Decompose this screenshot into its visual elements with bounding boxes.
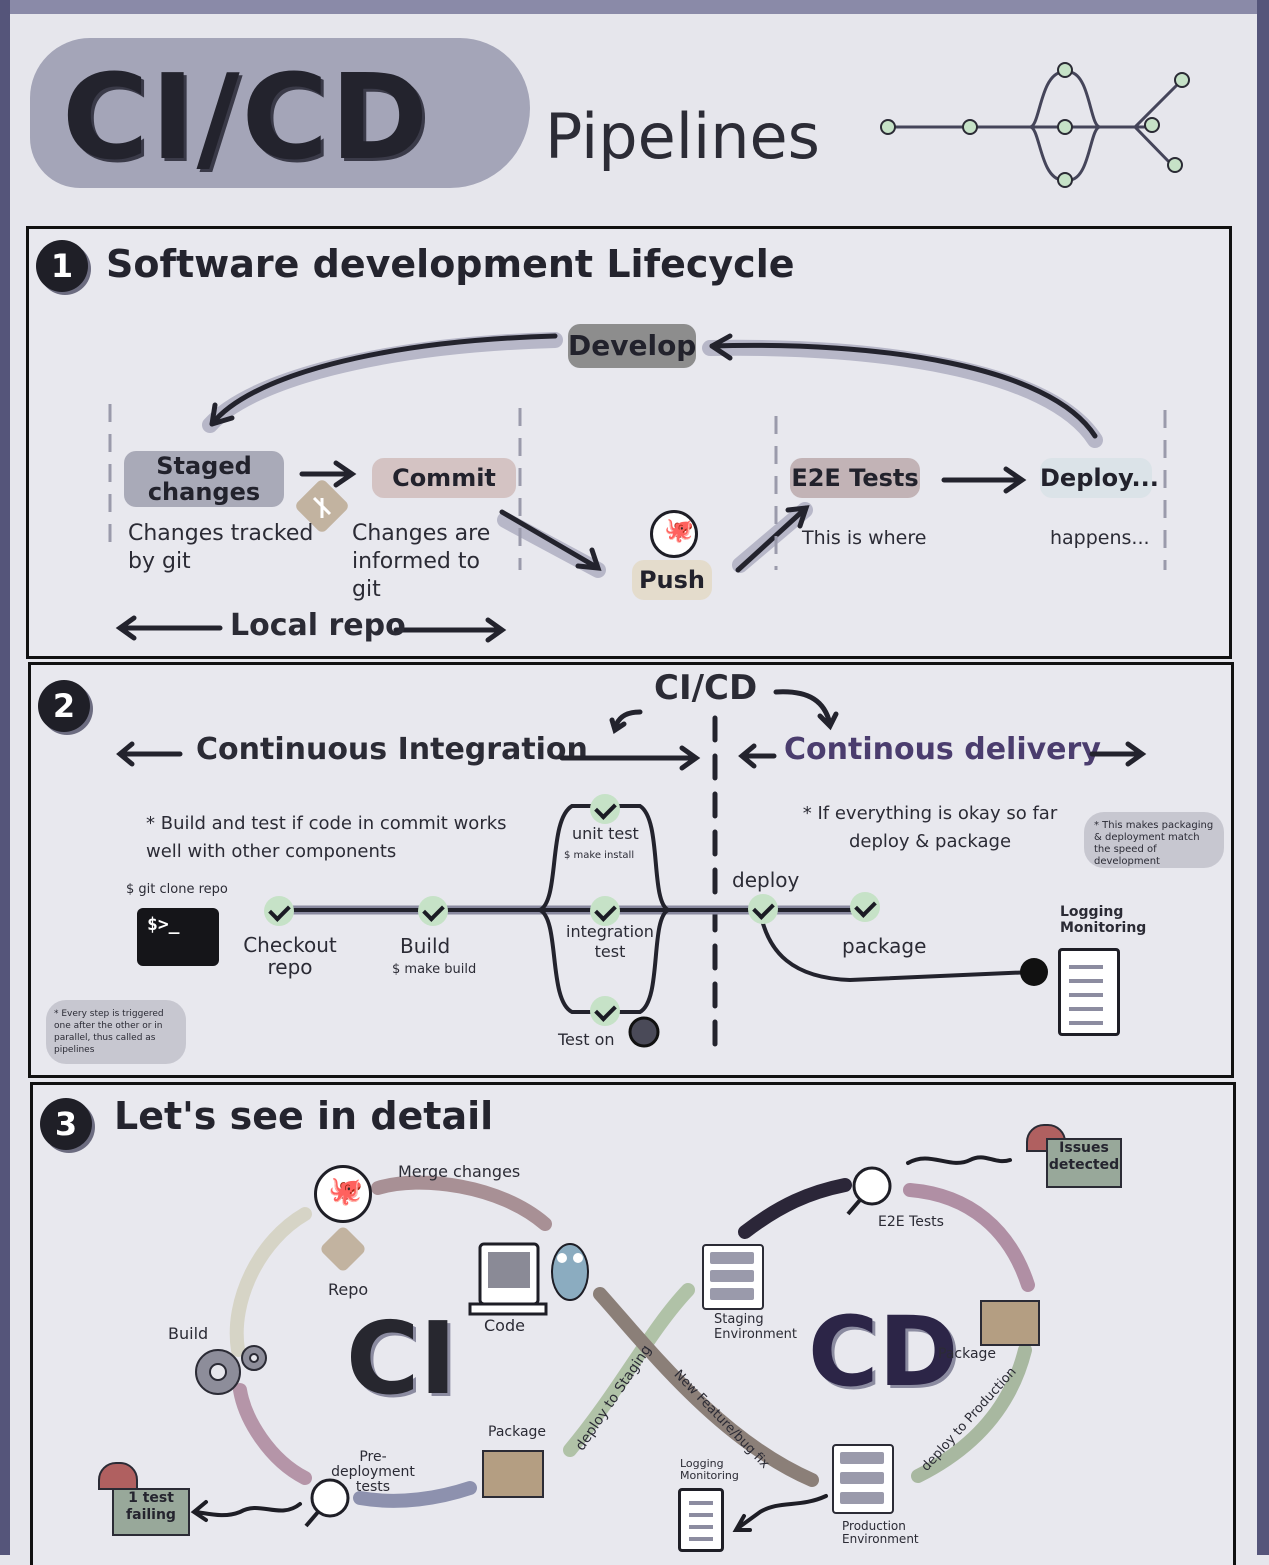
staging-environment-label: Staging Environment <box>714 1312 798 1342</box>
cicd-label: CI/CD <box>654 668 758 708</box>
repo-label: Repo <box>328 1280 369 1299</box>
push-step: Push <box>632 560 712 600</box>
logging-clipboard-icon <box>678 1488 724 1552</box>
github-detail-icon-glyph: 🐙 <box>328 1174 363 1207</box>
section1-heading: Software development Lifecycle <box>106 242 795 286</box>
package-cd-label: Package <box>938 1346 997 1362</box>
github-icon <box>650 510 698 558</box>
unit-test-label: unit test <box>572 824 639 843</box>
clipboard-icon <box>1058 948 1120 1036</box>
integration-test-label: integration test <box>566 922 654 961</box>
test-on-label: Test on <box>558 1030 615 1049</box>
deploy-step: Deploy... <box>1040 458 1159 498</box>
deploy-check-icon <box>748 894 778 924</box>
cd-side-note-bubble <box>1084 812 1224 868</box>
package-label: package <box>842 934 927 958</box>
merge-changes-label: Merge changes <box>398 1162 521 1181</box>
section-number-2: 2 <box>38 680 90 732</box>
e2e-tests-step: E2E Tests <box>790 458 920 498</box>
production-environment-label: Production Environment <box>842 1519 919 1546</box>
this-is-where-note: This is where <box>802 527 927 549</box>
develop-step: Develop <box>568 324 696 368</box>
github-icon-glyph: 🐙 <box>664 516 694 544</box>
git-clone-command: $ git clone repo <box>126 882 228 897</box>
pipeline-note: * Every step is triggered one after the … <box>54 1009 164 1055</box>
top-border <box>0 0 1269 14</box>
continuous-delivery-label: Continous delivery <box>784 732 1101 767</box>
unit-test-check-icon <box>590 794 620 824</box>
checkout-check-icon <box>264 896 294 926</box>
page-subtitle: Pipelines <box>545 100 820 173</box>
staged-note: Changes tracked by git <box>128 521 314 574</box>
test-on-check-icon <box>590 996 620 1026</box>
page-title: CI/CD <box>62 48 431 186</box>
test-failing-alarm-icon <box>98 1462 138 1490</box>
pipeline-note-bubble <box>46 1000 186 1064</box>
test-failing-note: 1 test failing <box>112 1488 190 1536</box>
terminal-icon: $>_ <box>137 908 219 966</box>
staged-changes-step: Staged changes <box>124 451 284 507</box>
deploy-label: deploy <box>732 868 800 892</box>
integration-test-check-icon <box>590 896 620 926</box>
package-ci-label: Package <box>488 1424 547 1440</box>
github-detail-icon <box>314 1165 372 1223</box>
section-lifecycle <box>26 226 1232 659</box>
commit-step: Commit <box>372 458 516 498</box>
local-repo-label: Local repo <box>230 608 406 643</box>
cd-explanation: * If everything is okay so far deploy & … <box>802 803 1058 852</box>
cd-big-label: CD <box>808 1296 959 1408</box>
package-check-icon <box>850 892 880 922</box>
logging-monitoring-label: Logging Monitoring <box>1060 904 1147 936</box>
build-label: Build <box>400 934 451 958</box>
ci-explanation: * Build and test if code in commit works… <box>146 813 507 862</box>
code-label: Code <box>484 1316 525 1335</box>
section-number-1: 1 <box>36 240 88 292</box>
build-check-icon <box>418 896 448 926</box>
production-server-icon <box>832 1444 894 1514</box>
issues-detected-note: Issues detected <box>1046 1138 1122 1188</box>
e2e-tests-detail-label: E2E Tests <box>878 1214 944 1230</box>
make-install-command: $ make install <box>564 850 635 861</box>
staging-server-icon <box>702 1244 764 1310</box>
logging-detail-label: Logging Monitoring <box>680 1457 739 1482</box>
build-detail-label: Build <box>168 1324 209 1343</box>
checkout-label: Checkout repo <box>243 933 337 979</box>
ci-big-label: CI <box>346 1300 457 1417</box>
cd-side-note: * This makes packaging & deployment matc… <box>1094 820 1214 867</box>
section-number-3: 3 <box>40 1098 92 1150</box>
pre-deployment-tests-label: Pre-deployment tests <box>331 1449 415 1495</box>
happens-note: happens... <box>1050 527 1150 549</box>
section-cicd <box>28 662 1234 1078</box>
section3-heading: Let's see in detail <box>114 1094 494 1138</box>
right-border <box>1257 0 1269 1555</box>
commit-note: Changes are informed to git <box>352 521 491 602</box>
left-border <box>0 0 10 1555</box>
make-build-command: $ make build <box>392 962 477 977</box>
continuous-integration-label: Continuous Integration <box>196 732 588 767</box>
package-cd-box-icon <box>980 1300 1040 1346</box>
package-ci-box-icon <box>482 1450 544 1498</box>
title-highlight <box>30 38 530 188</box>
